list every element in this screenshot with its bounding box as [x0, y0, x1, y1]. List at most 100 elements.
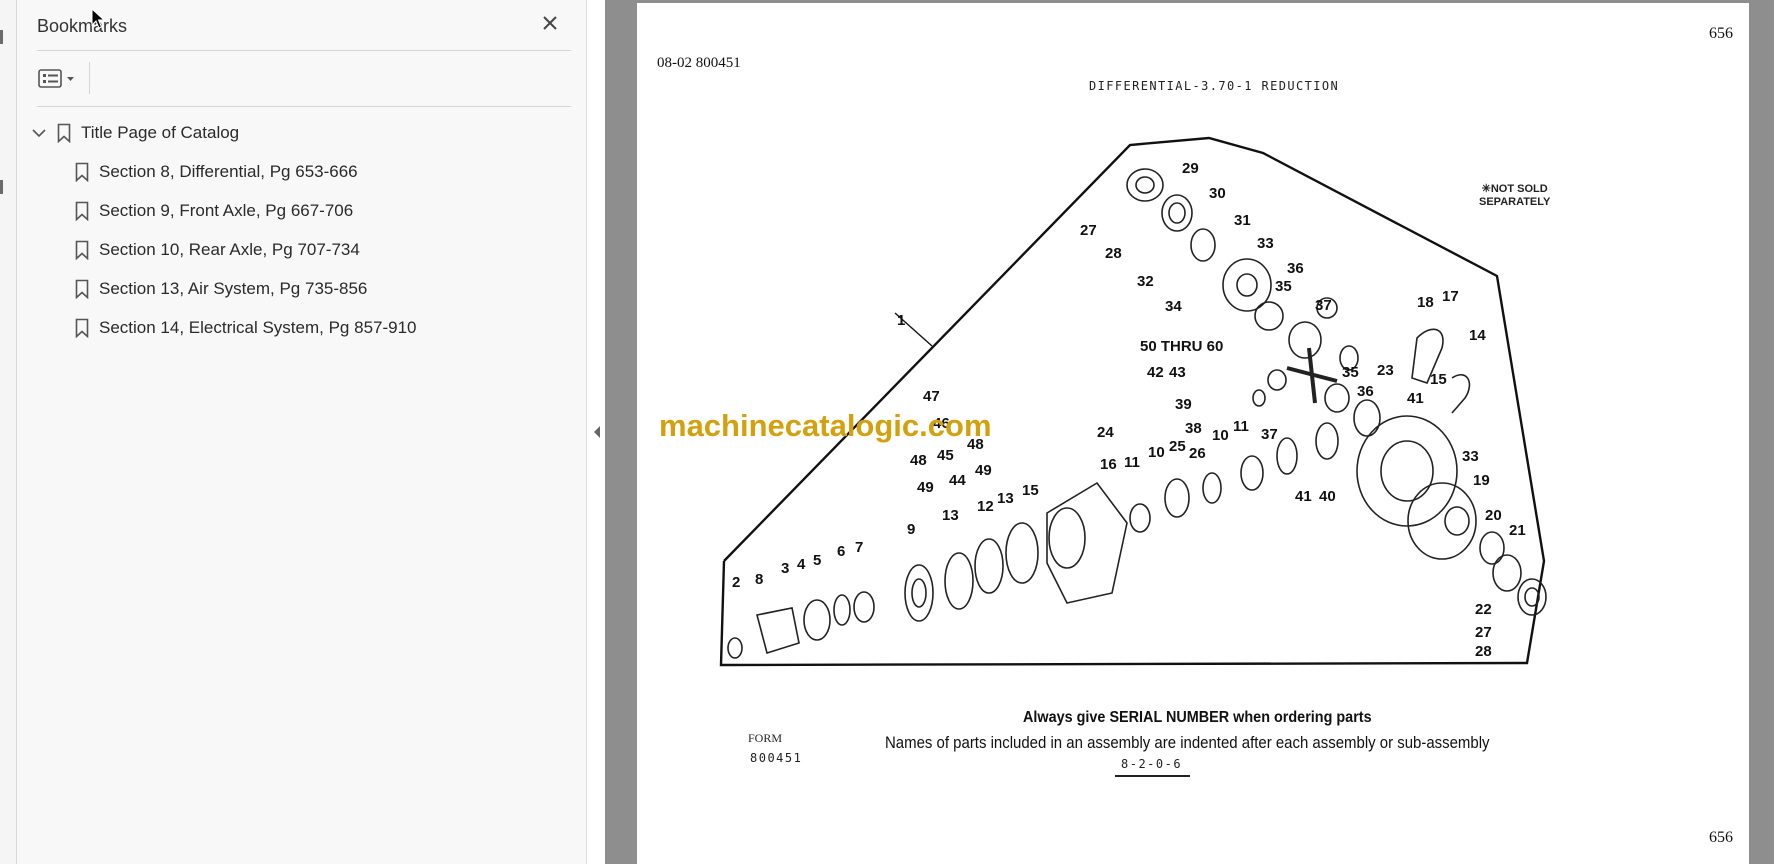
svg-text:11: 11 — [1124, 454, 1140, 471]
svg-text:40: 40 — [1319, 488, 1336, 505]
svg-text:23: 23 — [1377, 362, 1394, 379]
svg-text:26: 26 — [1189, 445, 1206, 462]
bookmark-label: Section 13, Air System, Pg 735-856 — [99, 279, 368, 298]
serial-number-note: Always give SERIAL NUMBER when ordering … — [1023, 709, 1372, 726]
svg-text:10: 10 — [1212, 427, 1229, 444]
svg-text:12: 12 — [977, 498, 994, 515]
document-viewer[interactable]: 1 2 3 4 5 6 7 8 9 10 10 11 11 12 13 13 1… — [605, 0, 1774, 864]
svg-text:6: 6 — [837, 543, 845, 560]
collapse-panel-button[interactable] — [590, 420, 604, 444]
bookmark-icon — [75, 162, 89, 183]
mouse-cursor-icon — [91, 8, 105, 29]
bookmarks-panel: Bookmarks Title Page of Catalog — [17, 0, 587, 864]
svg-text:24: 24 — [1097, 424, 1114, 441]
svg-text:48: 48 — [967, 436, 984, 453]
svg-text:33: 33 — [1257, 235, 1274, 252]
bookmark-item-title-page[interactable]: Title Page of Catalog — [31, 116, 239, 150]
section-code: 8-2-0-6 — [1121, 757, 1183, 771]
svg-text:44: 44 — [949, 472, 966, 489]
bookmark-item-section-9[interactable]: Section 9, Front Axle, Pg 667-706 — [75, 194, 353, 228]
svg-text:50 THRU 60: 50 THRU 60 — [1140, 338, 1223, 355]
exploded-parts-diagram: 1 2 3 4 5 6 7 8 9 10 10 11 11 12 13 13 1… — [719, 136, 1547, 667]
form-number: 800451 — [750, 751, 803, 765]
svg-text:20: 20 — [1485, 507, 1502, 524]
svg-text:47: 47 — [923, 388, 940, 405]
svg-text:10: 10 — [1148, 444, 1165, 461]
panel-divider — [37, 106, 571, 107]
bookmark-icon — [75, 318, 89, 339]
bookmark-label: Section 10, Rear Axle, Pg 707-734 — [99, 240, 360, 259]
svg-text:37: 37 — [1315, 297, 1332, 314]
svg-text:4: 4 — [797, 556, 806, 573]
not-sold-note: ✳NOT SOLD SEPARATELY — [1479, 183, 1550, 209]
left-tool-rail — [0, 0, 17, 864]
close-icon[interactable] — [539, 12, 561, 34]
svg-text:39: 39 — [1175, 396, 1192, 413]
assembly-note: Names of parts included in an assembly a… — [885, 733, 1490, 752]
bookmark-item-section-14[interactable]: Section 14, Electrical System, Pg 857-91… — [75, 311, 417, 345]
svg-text:5: 5 — [813, 552, 821, 569]
page-number-bottom: 656 — [1709, 829, 1733, 846]
bookmark-icon — [75, 201, 89, 222]
section-code-underline — [1115, 775, 1190, 777]
svg-text:49: 49 — [917, 479, 934, 496]
svg-text:48: 48 — [910, 452, 927, 469]
bookmark-item-section-8[interactable]: Section 8, Differential, Pg 653-666 — [75, 155, 358, 189]
svg-text:21: 21 — [1509, 522, 1526, 539]
bookmark-label: Section 14, Electrical System, Pg 857-91… — [99, 318, 417, 337]
svg-text:35: 35 — [1275, 278, 1292, 295]
svg-text:49: 49 — [975, 462, 992, 479]
bookmark-options-button[interactable] — [38, 66, 82, 92]
svg-text:8: 8 — [755, 571, 763, 588]
svg-text:35: 35 — [1342, 364, 1359, 381]
svg-text:16: 16 — [1100, 456, 1117, 473]
svg-text:7: 7 — [855, 539, 863, 556]
svg-text:22: 22 — [1475, 601, 1492, 618]
bookmark-item-section-10[interactable]: Section 10, Rear Axle, Pg 707-734 — [75, 233, 360, 267]
svg-text:13: 13 — [942, 507, 959, 524]
form-label: FORM — [748, 731, 783, 745]
svg-text:28: 28 — [1105, 245, 1122, 262]
svg-text:42: 42 — [1147, 364, 1164, 381]
svg-text:41: 41 — [1295, 488, 1312, 505]
document-code: 08-02 800451 — [657, 55, 741, 71]
svg-text:1: 1 — [897, 312, 905, 329]
svg-text:33: 33 — [1462, 448, 1479, 465]
svg-text:41: 41 — [1407, 390, 1424, 407]
svg-text:27: 27 — [1080, 222, 1097, 239]
svg-text:31: 31 — [1234, 212, 1251, 229]
svg-text:17: 17 — [1442, 288, 1459, 305]
bookmark-item-section-13[interactable]: Section 13, Air System, Pg 735-856 — [75, 272, 367, 306]
diagram-title: DIFFERENTIAL-3.70-1 REDUCTION — [1089, 79, 1340, 93]
svg-text:36: 36 — [1287, 260, 1304, 277]
bookmark-label: Title Page of Catalog — [81, 123, 240, 142]
watermark-text: machinecatalogic.com — [659, 408, 992, 443]
bookmark-icon — [75, 279, 89, 300]
svg-text:27: 27 — [1475, 624, 1492, 641]
svg-text:36: 36 — [1357, 383, 1374, 400]
svg-text:15: 15 — [1022, 482, 1039, 499]
svg-text:32: 32 — [1137, 273, 1154, 290]
chevron-down-icon[interactable] — [31, 125, 47, 141]
svg-text:43: 43 — [1169, 364, 1186, 381]
svg-text:15: 15 — [1430, 371, 1447, 388]
toolbar-separator — [89, 62, 90, 94]
svg-text:9: 9 — [907, 521, 915, 538]
svg-text:46: 46 — [933, 415, 950, 432]
chevron-left-icon — [594, 426, 600, 438]
svg-text:2: 2 — [732, 574, 740, 591]
not-sold-line-1: ✳NOT SOLD — [1481, 183, 1548, 195]
bookmark-label: Section 8, Differential, Pg 653-666 — [99, 162, 358, 181]
bookmark-label: Section 9, Front Axle, Pg 667-706 — [99, 201, 354, 220]
svg-text:19: 19 — [1473, 472, 1490, 489]
bookmark-icon — [75, 240, 89, 261]
svg-text:13: 13 — [997, 490, 1014, 507]
svg-text:28: 28 — [1475, 643, 1492, 660]
svg-text:18: 18 — [1417, 294, 1434, 311]
svg-text:38: 38 — [1185, 420, 1202, 437]
rail-page-thumbnails-icon[interactable] — [0, 30, 3, 44]
svg-text:3: 3 — [781, 560, 789, 577]
rail-bookmarks-icon[interactable] — [0, 180, 3, 194]
svg-text:25: 25 — [1169, 438, 1186, 455]
svg-text:45: 45 — [937, 447, 954, 464]
